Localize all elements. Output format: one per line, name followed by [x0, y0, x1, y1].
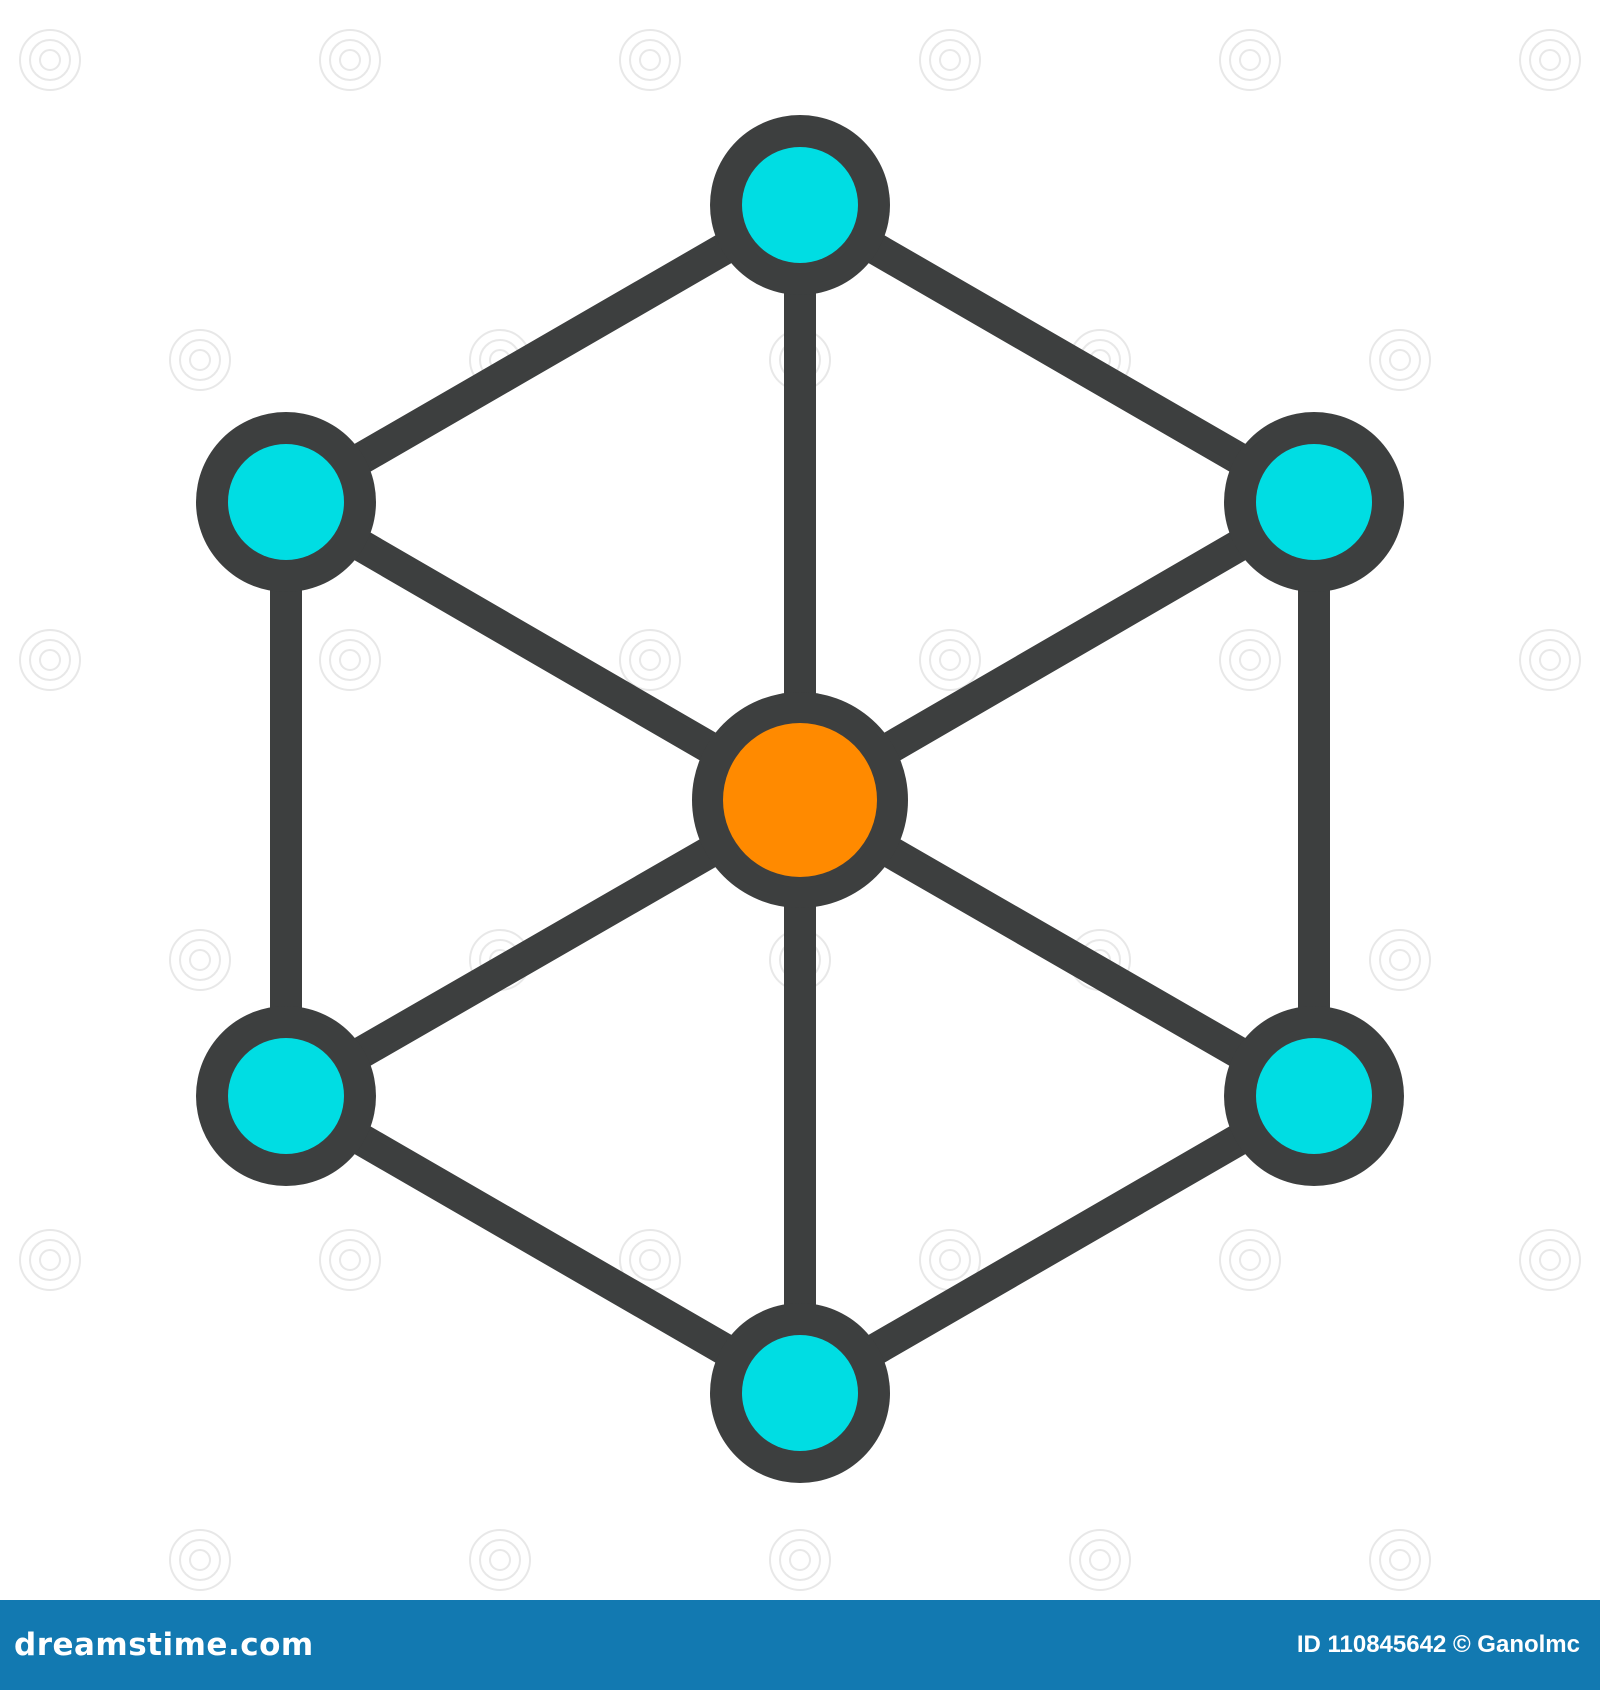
footer-bar: dreamstime.com ID 110845642 © Ganolmc [0, 1600, 1600, 1690]
network-nodes [196, 115, 1404, 1483]
center-node [692, 692, 908, 908]
dreamstime-logo[interactable]: dreamstime.com [14, 1627, 314, 1663]
edge-lower_left-bottom [270, 1080, 816, 1409]
image-credit: ID 110845642 © Ganolmc [1296, 1631, 1580, 1658]
node-lower-right [1224, 1006, 1404, 1186]
edge-top-upper_left [270, 189, 816, 518]
edge-lower_right-bottom [784, 1080, 1330, 1409]
node-lower-left [196, 1006, 376, 1186]
node-bottom [710, 1303, 890, 1483]
node-upper-right [1224, 412, 1404, 592]
node-top [710, 115, 890, 295]
edge-top-upper_right [784, 189, 1330, 518]
node-upper-left [196, 412, 376, 592]
network-cube-icon [196, 115, 1404, 1483]
